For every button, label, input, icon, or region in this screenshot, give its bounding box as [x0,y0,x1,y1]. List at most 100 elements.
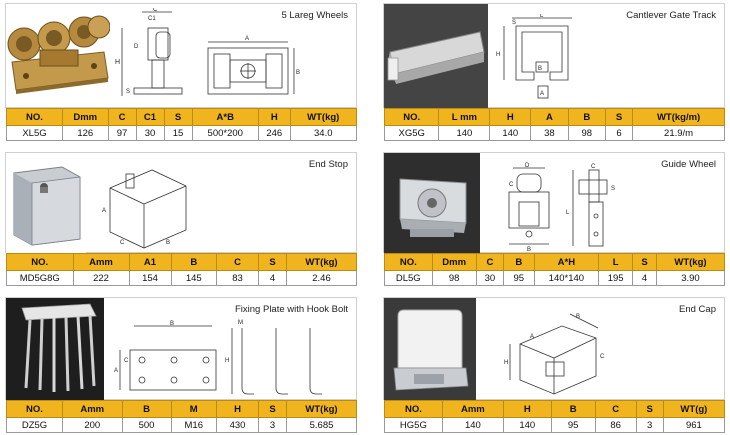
svg-text:L: L [540,14,544,19]
header-lmm: L mm [438,108,491,126]
cell-h: 246 [258,125,291,141]
header-amm: Amm [62,400,123,418]
spec-table-end-stop: NO. Amm A1 B C S WT(kg) MD5G8G 222 154 1… [6,253,357,286]
header-dmm: Dmm [431,253,477,271]
svg-text:A: A [245,36,249,42]
cell-b: 95 [502,270,535,286]
svg-text:C: C [120,240,125,246]
header-wt: WT(g) [662,400,726,418]
svg-text:L: L [566,210,570,216]
product-title: End Stop [308,159,348,170]
spec-table-guide-wheel: NO. Dmm C B A*H L S WT(kg) DL5G 98 30 95… [384,253,726,286]
product-title: Cantlever Gate Track [626,10,716,21]
cell-axb: 500*200 [191,125,259,141]
header-c: C [216,253,259,271]
table-row: MD5G8G 222 154 145 83 4 2.46 [6,270,357,286]
header-no: NO. [383,108,440,126]
header-no: NO. [384,400,443,418]
cell-s: 4 [632,270,657,286]
header-s: S [604,108,634,126]
cell-dmm: 98 [431,270,477,286]
header-h: H [216,400,259,418]
header-c1: C1 [135,108,165,126]
svg-text:C: C [591,164,596,170]
cell-s: 6 [604,125,634,141]
header-wt: WT(kg) [655,253,726,271]
product-photo-end-stop [6,153,86,253]
table-row: XG5G 140 140 38 98 6 21.9/m [383,125,725,141]
cell-s: 4 [258,270,287,286]
spec-table-5-wheels: NO. Dmm C C1 S A*B H WT(kg) XL5G 126 97 … [6,108,357,141]
cell-h: 140 [489,125,532,141]
cell-c1: 30 [135,125,165,141]
technical-drawing-gate-track: L H S B A [492,14,592,104]
cell-amm: 200 [62,417,123,433]
cell-wt: 961 [662,417,726,433]
header-s: S [632,253,657,271]
header-axb: A*B [191,108,259,126]
product-title: End Cap [679,304,716,315]
header-b: B [550,400,596,418]
header-c: C [475,253,504,271]
svg-text:C: C [153,8,158,13]
svg-text:B: B [166,240,170,246]
cell-l: 195 [598,270,634,286]
product-photo-fixing-plate [6,298,104,400]
header-axh: A*H [533,253,600,271]
cell-c: 86 [594,417,637,433]
header-amm: Amm [441,400,504,418]
cell-dmm: 126 [62,125,109,141]
product-title: Fixing Plate with Hook Bolt [235,304,348,315]
product-photo-guide-wheel [384,153,480,253]
cell-m: M16 [170,417,217,433]
header-no: NO. [6,400,63,418]
spec-table-gate-track: NO. L mm H A B S WT(kg/m) XG5G 140 140 3… [383,108,725,141]
svg-text:D: D [134,44,139,50]
header-b: B [170,253,217,271]
svg-text:A: A [540,91,544,97]
cell-h: 430 [216,417,259,433]
cell-c: 30 [475,270,504,286]
cell-s: 15 [163,125,193,141]
technical-drawing-end-stop: A C B [96,160,206,250]
svg-text:S: S [512,20,516,26]
header-c: C [594,400,637,418]
product-photo-5-wheels [6,4,110,96]
spec-table-fixing-plate: NO. Amm B M H S WT(kg) DZ5G 200 500 M16 … [6,400,357,433]
cell-wt: 3.90 [655,270,726,286]
cell-no: HG5G [384,417,443,433]
header-c: C [107,108,137,126]
svg-text:C: C [600,354,605,360]
table-row: DL5G 98 30 95 140*140 195 4 3.90 [384,270,726,286]
cell-b: 95 [550,417,596,433]
header-dmm: Dmm [62,108,109,126]
cell-no: DZ5G [6,417,63,433]
header-wt: WT(kg) [289,108,357,126]
cell-wt: 2.46 [286,270,357,286]
header-s: S [258,400,287,418]
cell-a1: 154 [128,270,172,286]
cell-c: 83 [216,270,259,286]
svg-text:B: B [527,247,531,252]
svg-text:D: D [525,163,530,169]
cell-wt: 21.9/m [632,125,725,141]
product-title: Guide Wheel [661,159,716,170]
cell-b: 145 [170,270,217,286]
svg-text:H: H [504,360,508,366]
cell-wt: 34.0 [289,125,357,141]
svg-text:C: C [124,358,129,364]
cell-s: 3 [635,417,664,433]
product-photo-gate-track [384,4,488,108]
svg-text:A: A [114,368,118,374]
svg-text:B: B [170,321,174,327]
header-s: S [635,400,664,418]
technical-drawing-end-cap: B H A C [502,308,612,400]
header-no: NO. [6,253,74,271]
svg-text:S: S [126,89,130,95]
header-l: L [598,253,634,271]
svg-text:C1: C1 [148,16,156,22]
table-header-row: NO. Amm H B C S WT(g) [384,400,726,418]
cell-h: 140 [502,417,552,433]
header-b: B [567,108,606,126]
header-b: B [502,253,535,271]
